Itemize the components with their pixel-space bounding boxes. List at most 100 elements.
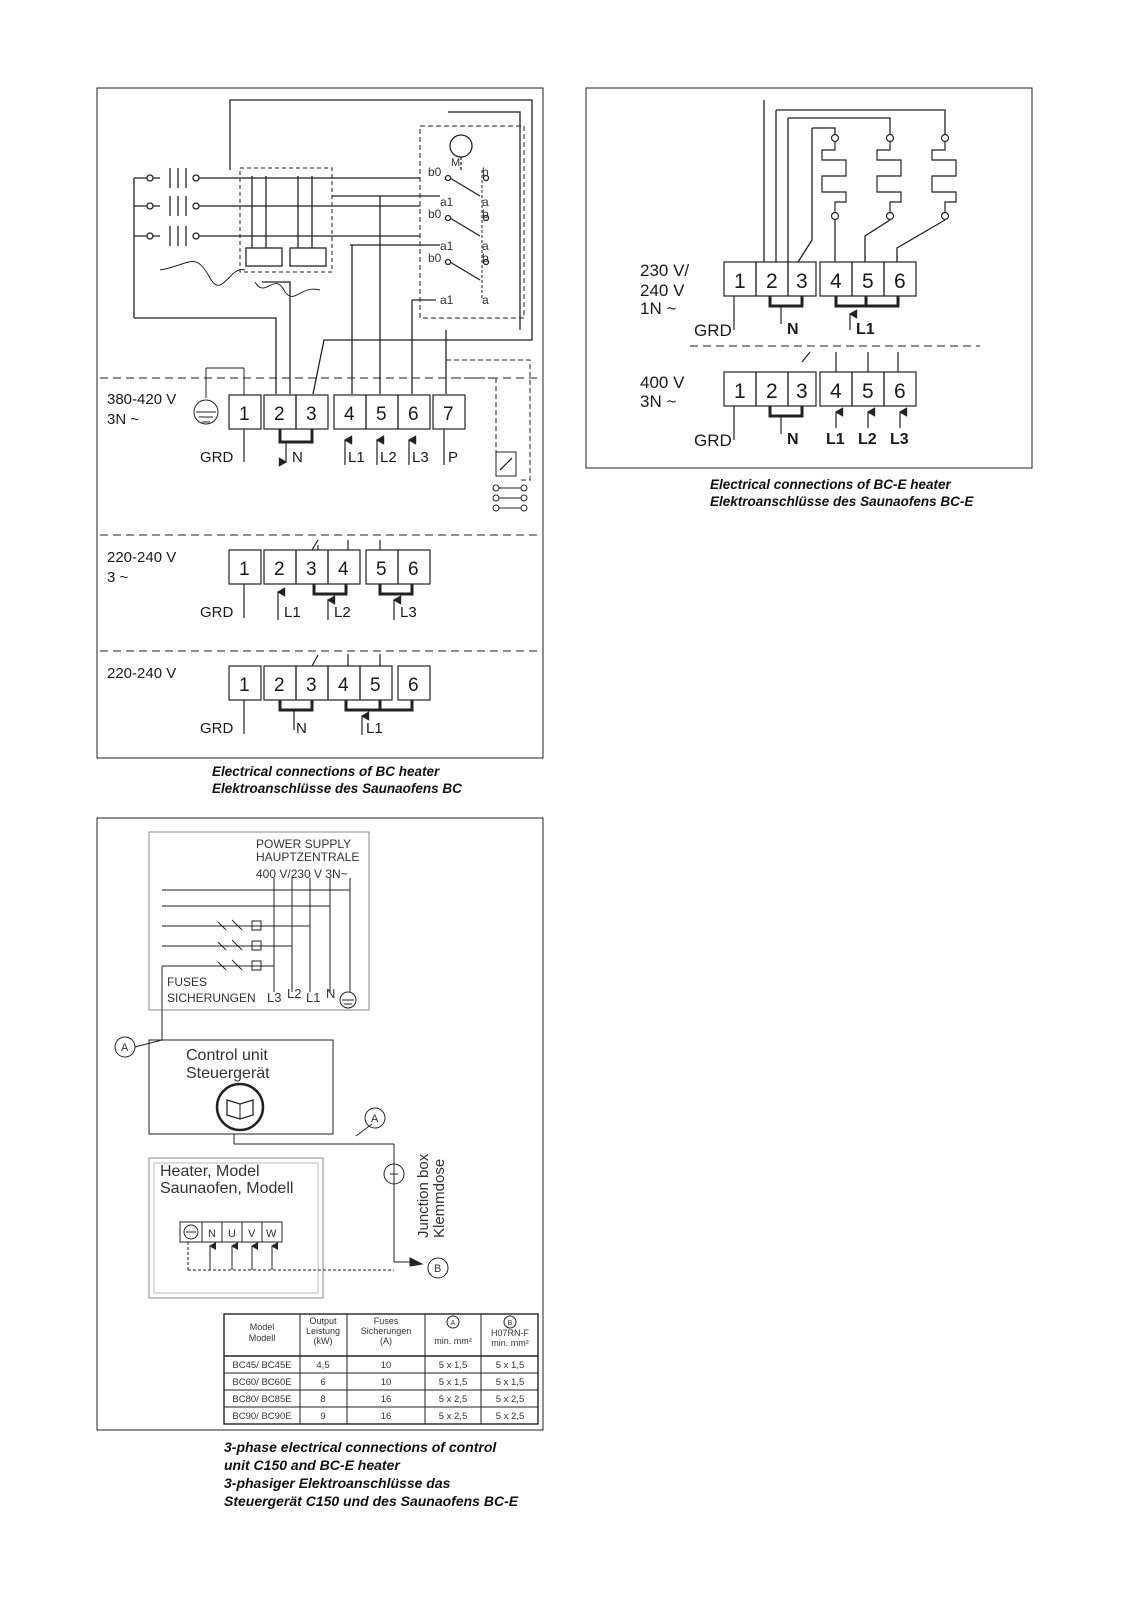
- svg-text:5 x 2,5: 5 x 2,5: [439, 1411, 468, 1422]
- svg-text:min. mm²: min. mm²: [491, 1338, 529, 1348]
- svg-text:4: 4: [338, 675, 349, 696]
- svg-text:Control unit: Control unit: [186, 1047, 268, 1064]
- svg-text:Output: Output: [309, 1316, 337, 1326]
- svg-text:b: b: [482, 251, 489, 265]
- terminal-block-1phase: [228, 654, 431, 735]
- svg-text:min. mm²: min. mm²: [434, 1336, 472, 1346]
- svg-text:a: a: [482, 293, 489, 307]
- voltage-220-3: 220-240 V: [107, 549, 176, 566]
- svg-text:6: 6: [408, 559, 419, 580]
- svg-text:16: 16: [381, 1394, 392, 1405]
- svg-text:GRD: GRD: [694, 431, 732, 450]
- svg-text:a1: a1: [440, 293, 454, 307]
- svg-text:SICHERUNGEN: SICHERUNGEN: [167, 991, 256, 1005]
- bc-heater-texts: M b0 b a1 a b0 b a1 a b0 b a1 a 380-420 …: [107, 157, 489, 737]
- svg-text:GRD: GRD: [200, 604, 234, 621]
- svg-text:2: 2: [274, 404, 285, 425]
- svg-text:BC60/ BC60E: BC60/ BC60E: [232, 1377, 291, 1388]
- svg-text:b0: b0: [428, 165, 442, 179]
- svg-text:L3: L3: [412, 449, 429, 466]
- svg-text:5 x 2,5: 5 x 2,5: [439, 1394, 468, 1405]
- svg-text:Fuses: Fuses: [374, 1316, 399, 1326]
- svg-text:L1: L1: [366, 720, 383, 737]
- svg-text:6: 6: [408, 675, 419, 696]
- c150-texts: POWER SUPPLY HAUPTZENTRALE 400 V/230 V 3…: [121, 837, 529, 1422]
- svg-text:b: b: [482, 207, 489, 221]
- svg-text:N: N: [296, 720, 307, 737]
- svg-text:3: 3: [306, 404, 317, 425]
- svg-text:Model: Model: [250, 1322, 275, 1332]
- svg-text:5 x 1,5: 5 x 1,5: [439, 1360, 468, 1371]
- svg-text:POWER SUPPLY: POWER SUPPLY: [256, 837, 351, 851]
- svg-text:4: 4: [830, 270, 842, 293]
- svg-text:BC80/ BC85E: BC80/ BC85E: [232, 1394, 291, 1405]
- svg-text:5 x 2,5: 5 x 2,5: [496, 1411, 525, 1422]
- svg-text:5: 5: [862, 270, 874, 293]
- terminal-block-7: [228, 394, 466, 467]
- svg-text:5: 5: [370, 675, 381, 696]
- svg-text:2: 2: [274, 559, 285, 580]
- svg-text:4,5: 4,5: [316, 1360, 329, 1371]
- c150-caption: 3-phase electrical connections of contro…: [224, 1439, 519, 1509]
- svg-text:10: 10: [381, 1377, 392, 1388]
- svg-text:b: b: [482, 165, 489, 179]
- svg-text:a: a: [482, 239, 489, 253]
- svg-text:N: N: [292, 449, 303, 466]
- bce-caption: Electrical connections of BC-E heater El…: [710, 477, 974, 509]
- svg-text:Junction box: Junction box: [415, 1153, 432, 1238]
- ground-symbol: [193, 367, 245, 425]
- svg-text:U: U: [228, 1228, 236, 1240]
- svg-text:P: P: [448, 449, 458, 466]
- svg-text:3N ~: 3N ~: [640, 392, 676, 411]
- svg-text:L1: L1: [348, 449, 365, 466]
- svg-text:5: 5: [862, 380, 874, 403]
- svg-text:Heater, Model: Heater, Model: [160, 1163, 260, 1180]
- svg-text:3: 3: [796, 270, 808, 293]
- svg-text:Modell: Modell: [249, 1333, 276, 1343]
- svg-text:4: 4: [344, 404, 355, 425]
- svg-text:W: W: [266, 1228, 277, 1240]
- svg-text:B: B: [434, 1263, 441, 1275]
- svg-text:5 x 1,5: 5 x 1,5: [496, 1360, 525, 1371]
- svg-text:1: 1: [239, 559, 250, 580]
- bc-caption: Electrical connections of BC heater Elek…: [212, 764, 462, 796]
- svg-text:3 ~: 3 ~: [107, 569, 129, 586]
- motor-switch-box: [411, 125, 525, 394]
- model-table: [223, 1313, 539, 1425]
- svg-text:Saunaofen, Modell: Saunaofen, Modell: [160, 1180, 293, 1197]
- svg-text:6: 6: [320, 1377, 325, 1388]
- svg-text:L1: L1: [856, 321, 875, 338]
- bce-heater-texts: 230 V/ 240 V 1N ~ 1 2 3 4 5 6 GRD N L1 4…: [640, 261, 909, 450]
- svg-text:b0: b0: [428, 207, 442, 221]
- svg-text:5 x 2,5: 5 x 2,5: [496, 1394, 525, 1405]
- svg-text:GRD: GRD: [694, 321, 732, 340]
- svg-text:6: 6: [408, 404, 419, 425]
- svg-text:5: 5: [376, 559, 387, 580]
- svg-text:(A): (A): [380, 1336, 392, 1346]
- svg-text:3: 3: [306, 675, 317, 696]
- svg-text:L1: L1: [306, 990, 320, 1005]
- phase-3n: 3N ~: [107, 411, 139, 428]
- svg-text:5: 5: [376, 404, 387, 425]
- svg-text:8: 8: [320, 1394, 325, 1405]
- svg-text:L2: L2: [334, 604, 351, 621]
- svg-text:N: N: [326, 986, 335, 1001]
- svg-text:9: 9: [320, 1411, 325, 1422]
- svg-text:5 x 1,5: 5 x 1,5: [496, 1377, 525, 1388]
- svg-text:2: 2: [274, 675, 285, 696]
- svg-text:V: V: [248, 1228, 256, 1240]
- svg-text:230 V/: 230 V/: [640, 261, 689, 280]
- svg-text:4: 4: [338, 559, 349, 580]
- svg-text:3: 3: [796, 380, 808, 403]
- svg-text:HAUPTZENTRALE: HAUPTZENTRALE: [256, 850, 359, 864]
- svg-text:L1: L1: [826, 431, 845, 448]
- svg-text:a: a: [482, 195, 489, 209]
- svg-text:a1: a1: [440, 239, 454, 253]
- svg-text:BC90/ BC90E: BC90/ BC90E: [232, 1411, 291, 1422]
- svg-text:L3: L3: [400, 604, 417, 621]
- svg-text:L2: L2: [380, 449, 397, 466]
- svg-text:16: 16: [381, 1411, 392, 1422]
- svg-text:1N ~: 1N ~: [640, 299, 676, 318]
- svg-text:Leistung: Leistung: [306, 1326, 340, 1336]
